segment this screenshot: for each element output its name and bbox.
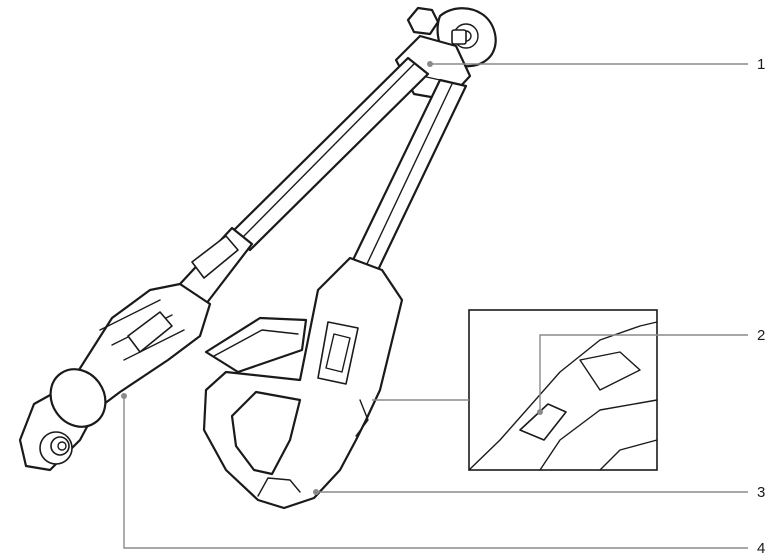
leader-2 xyxy=(539,334,748,412)
callout-4: 4 xyxy=(757,540,765,557)
leader-4 xyxy=(123,396,748,549)
leader-lines xyxy=(121,61,748,549)
outer-shaft xyxy=(228,56,430,252)
callout-2: 2 xyxy=(757,327,765,344)
callout-1: 1 xyxy=(757,56,765,73)
trigger-handle xyxy=(202,256,404,510)
callout-labels: 1 2 3 4 xyxy=(757,56,765,557)
detail-inset xyxy=(468,309,658,471)
callout-3: 3 xyxy=(757,484,765,501)
front-housing xyxy=(18,226,254,472)
